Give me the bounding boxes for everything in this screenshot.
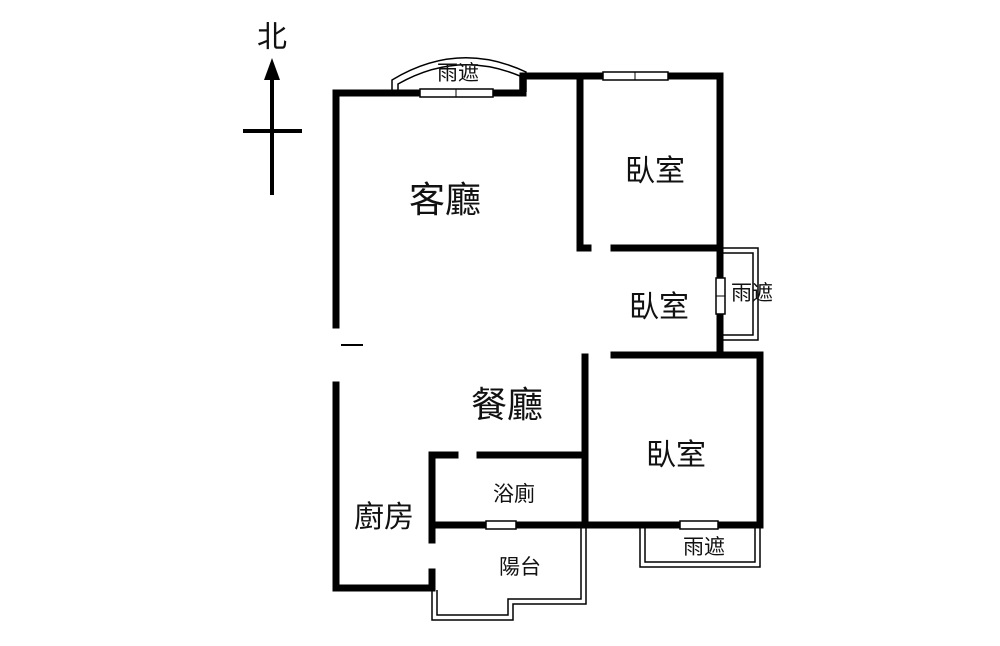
compass-icon: [243, 58, 302, 195]
canopy-top: [391, 57, 527, 92]
windows: [419, 71, 726, 530]
canopy-top-label: 雨遮: [437, 61, 479, 85]
canopy-right-label: 雨遮: [731, 281, 773, 305]
bedroom-1-label: 臥室: [625, 154, 685, 189]
balcony-outline: [431, 527, 587, 621]
bedroom-2-label: 臥室: [629, 290, 689, 325]
canopy-bottom-label: 雨遮: [683, 535, 725, 559]
kitchen-label: 廚房: [354, 500, 414, 535]
balcony-label: 陽台: [499, 555, 541, 579]
bathroom-label: 浴廁: [493, 482, 535, 506]
bedroom-3-label: 臥室: [646, 438, 706, 473]
dining-room-label: 餐廳: [470, 385, 544, 426]
north-label: 北: [257, 20, 287, 55]
living-room-label: 客廳: [408, 180, 482, 221]
walls: [332, 72, 764, 592]
